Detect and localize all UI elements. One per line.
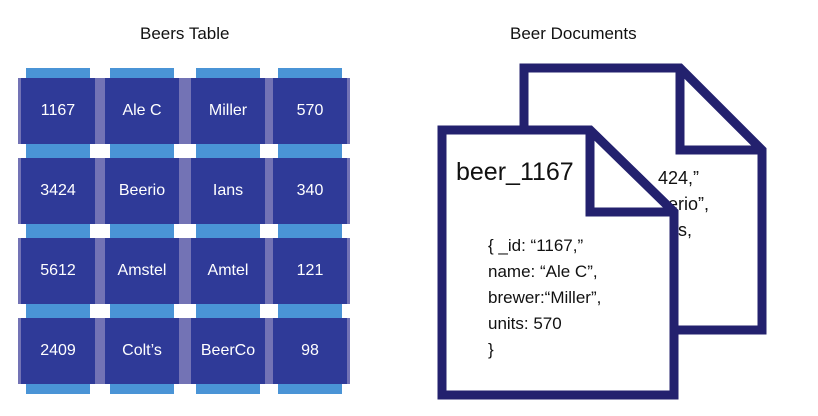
table-cell: 1167 [21, 78, 95, 144]
table-cell: Ians [191, 158, 265, 224]
front-document-overlay [437, 125, 679, 400]
document-title: beer_1167 [456, 158, 574, 186]
table-cell: Ale C [105, 78, 179, 144]
table-cell: 2409 [21, 318, 95, 384]
table-cell: Amtel [191, 238, 265, 304]
table-cell: 5612 [21, 238, 95, 304]
document-line: } [488, 340, 494, 359]
table-cell: 340 [273, 158, 347, 224]
table-cell: 98 [273, 318, 347, 384]
table-cell: BeerCo [191, 318, 265, 384]
table-cell: 121 [273, 238, 347, 304]
table-cell: 3424 [21, 158, 95, 224]
table-cell: Miller [191, 78, 265, 144]
table-cell: 570 [273, 78, 347, 144]
table-cell: Amstel [105, 238, 179, 304]
beers-table: 1167 Ale C Miller 570 3424 Beerio Ians 3… [18, 68, 350, 394]
document-line: brewer:“Miller”, [488, 288, 602, 307]
table-cell: Colt’s [105, 318, 179, 384]
table-title: Beers Table [140, 24, 230, 43]
document-line: units: 570 [488, 314, 562, 333]
back-doc-line: 424,” [658, 168, 700, 188]
table-cell: Beerio [105, 158, 179, 224]
documents-title: Beer Documents [510, 24, 637, 43]
document-line: name: “Ale C”, [488, 262, 598, 281]
document-line: { _id: “1167,” [488, 236, 584, 255]
